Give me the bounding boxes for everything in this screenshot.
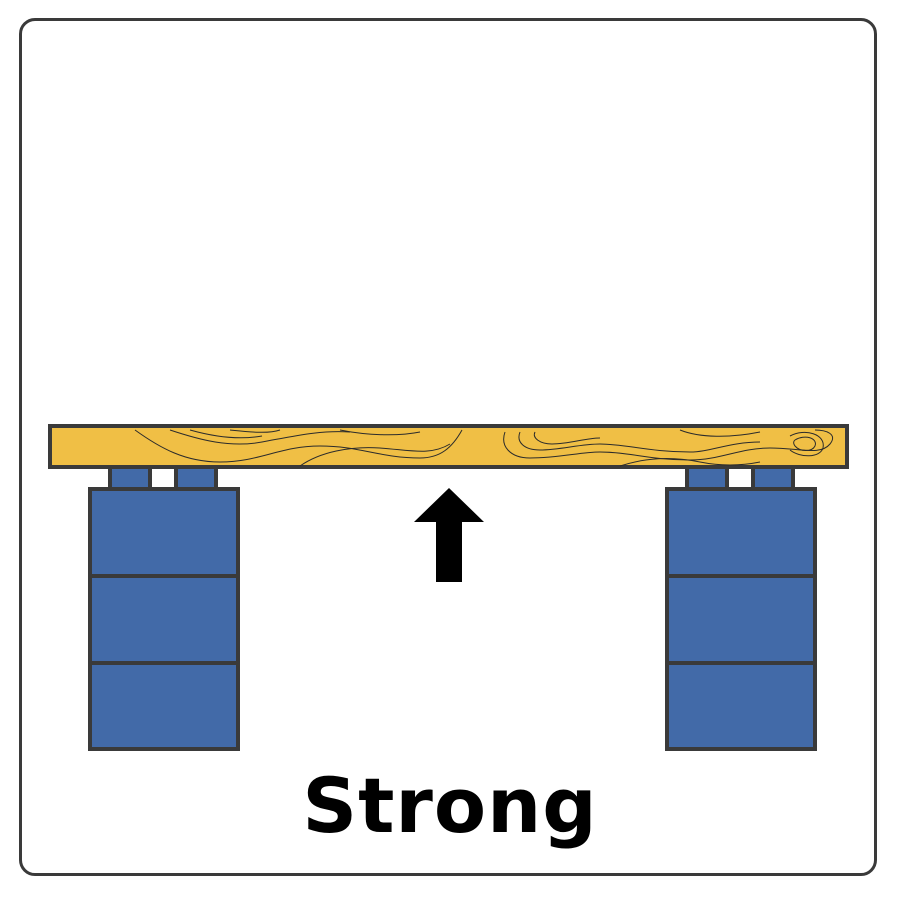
wood-grain [134,429,834,467]
right-support-stud [685,465,729,491]
left-support-stud [108,465,152,491]
right-support-brick [665,487,817,578]
left-support-brick [88,487,240,578]
right-support-brick [665,661,817,751]
left-support-brick [88,574,240,665]
up-arrow-icon [414,488,484,582]
plank-body [48,424,849,469]
left-support-stud [174,465,218,491]
right-support-brick [665,574,817,665]
wooden-plank [48,424,849,469]
left-support-brick [88,661,240,751]
right-support-stud [751,465,795,491]
left-support [88,465,240,751]
caption-label: Strong [302,761,598,850]
right-support [665,465,817,751]
